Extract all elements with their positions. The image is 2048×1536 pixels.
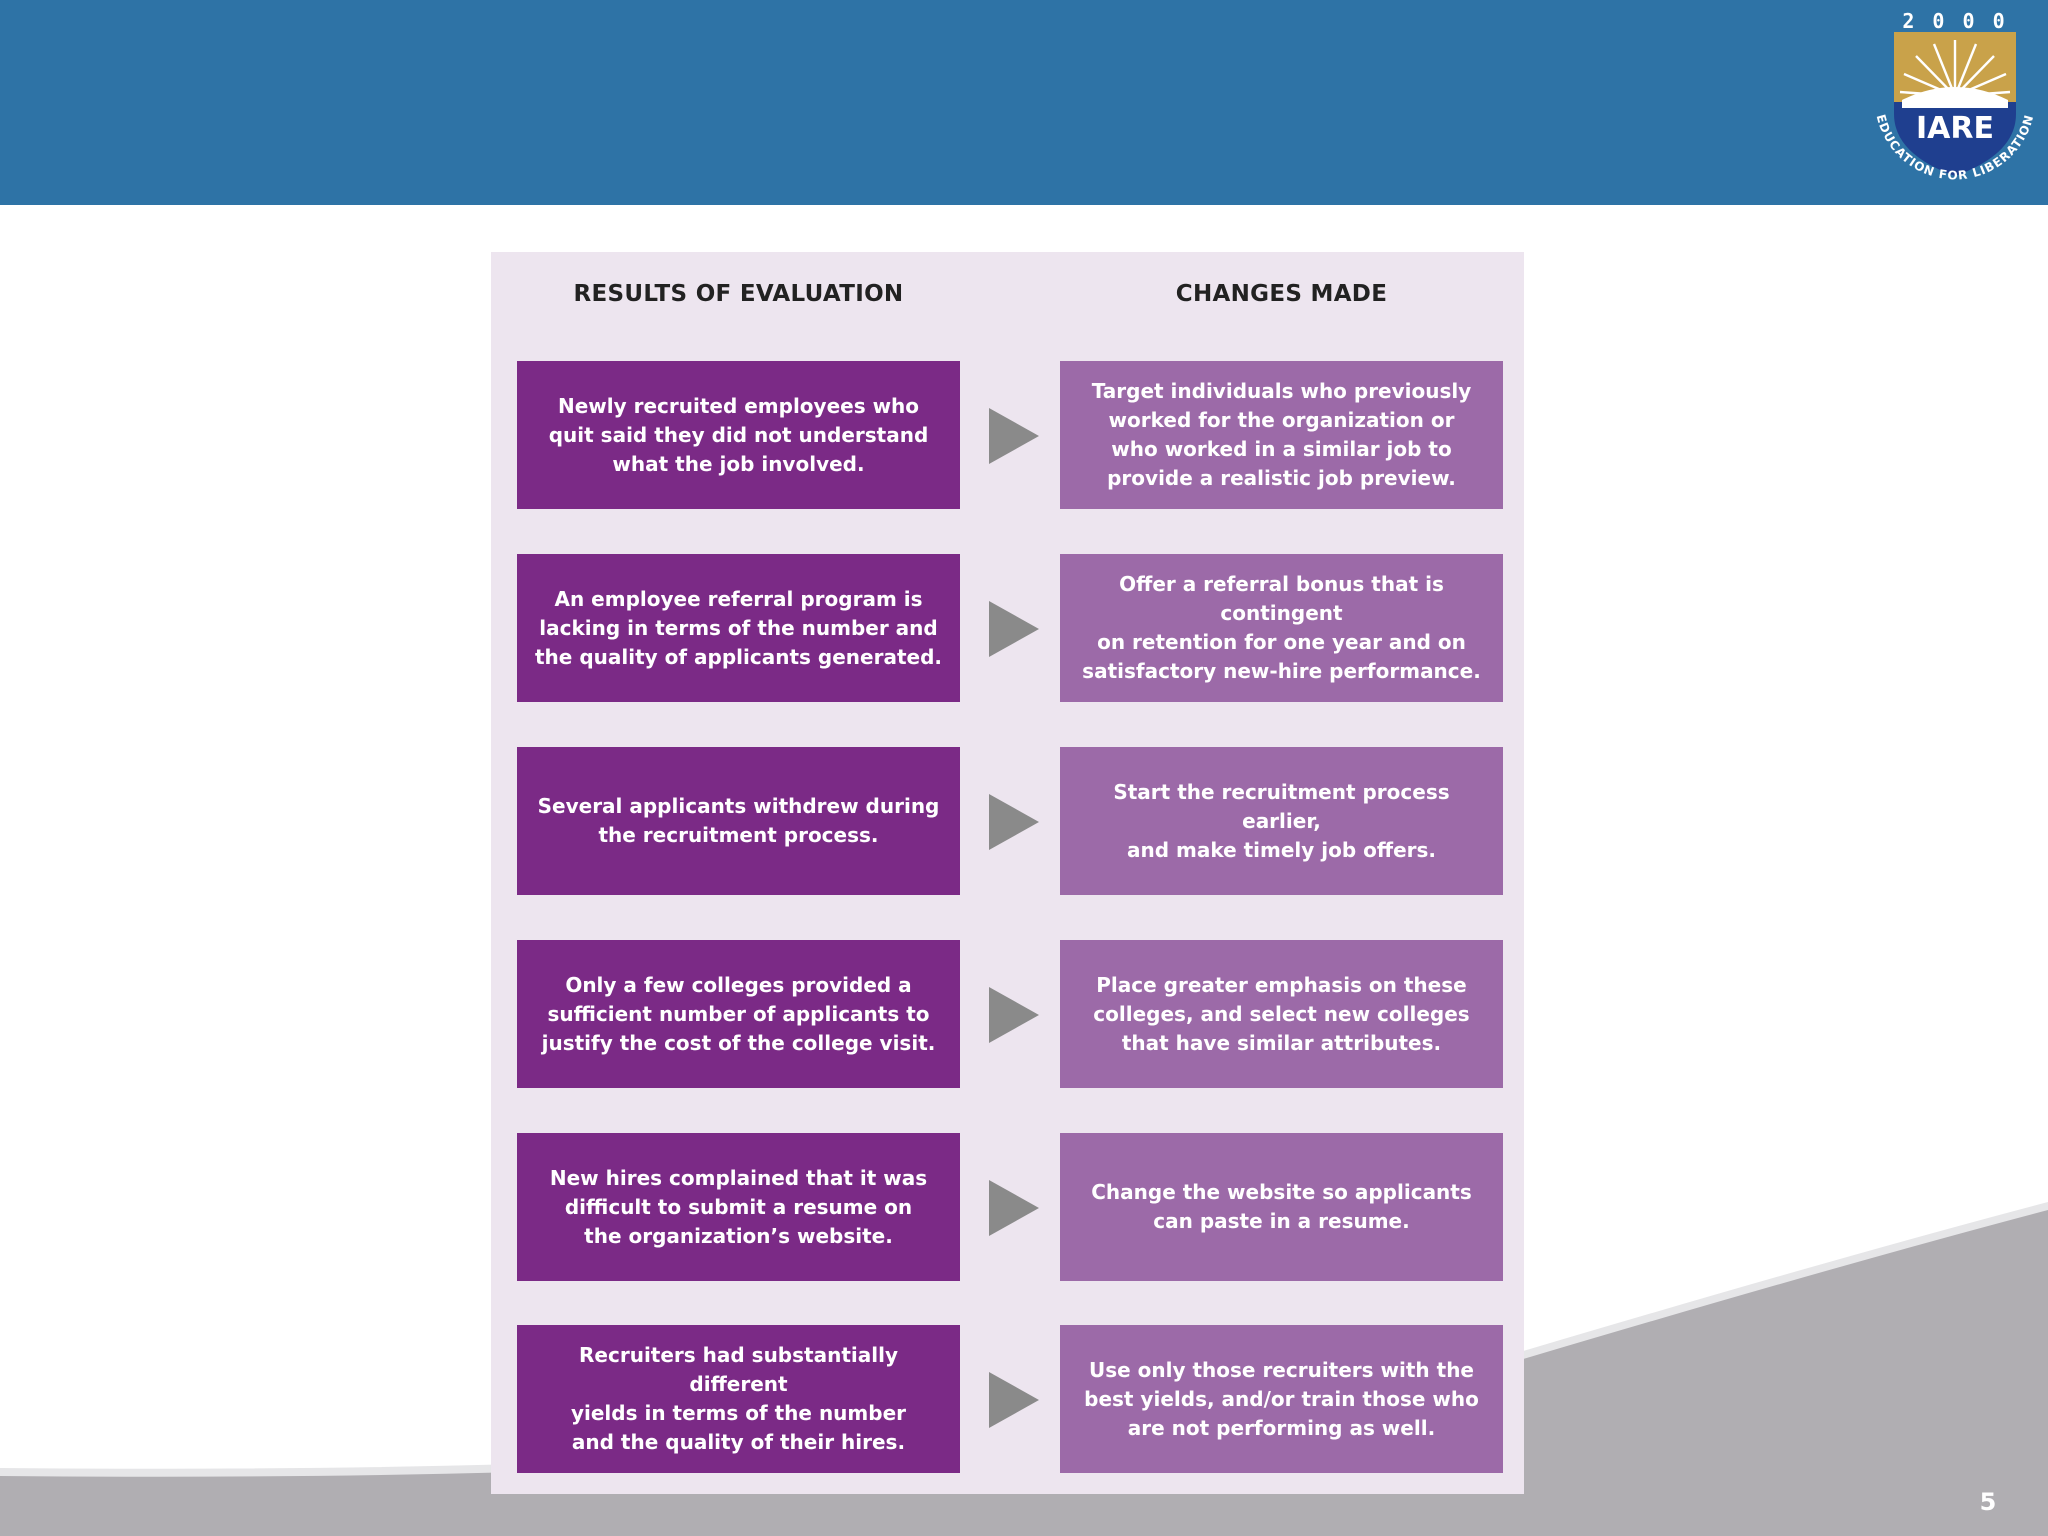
iare-logo: 2 0 0 0 IARE EDUCATION FOR LIBERATION	[1874, 9, 2036, 183]
evaluation-row: Only a few colleges provided a sufficien…	[517, 940, 1503, 1088]
logo-year: 2 0 0 0	[1902, 9, 2007, 33]
result-text: Newly recruited employees who quit said …	[548, 393, 929, 476]
arrow-right-icon	[989, 601, 1039, 657]
result-box: Only a few colleges provided a sufficien…	[517, 940, 960, 1088]
arrow-right-icon	[989, 987, 1039, 1043]
change-box: Target individuals who previously worked…	[1060, 361, 1503, 509]
result-box: Recruiters had substantially different y…	[517, 1325, 960, 1473]
result-text: Recruiters had substantially different y…	[570, 1343, 907, 1454]
evaluation-row: Recruiters had substantially different y…	[517, 1325, 1503, 1473]
result-text: Several applicants withdrew during the r…	[537, 794, 940, 847]
change-box: Offer a referral bonus that is contingen…	[1060, 554, 1503, 702]
change-text: Place greater emphasis on these colleges…	[1093, 972, 1470, 1055]
result-box: An employee referral program is lacking …	[517, 554, 960, 702]
change-text: Change the website so applicants can pas…	[1091, 1180, 1472, 1233]
arrow-right-icon	[989, 1180, 1039, 1236]
evaluation-row: New hires complained that it was difficu…	[517, 1133, 1503, 1281]
change-text: Target individuals who previously worked…	[1091, 379, 1472, 490]
arrow-right-icon	[989, 408, 1039, 464]
change-text: Offer a referral bonus that is contingen…	[1082, 572, 1481, 683]
result-box: Several applicants withdrew during the r…	[517, 747, 960, 895]
result-text: An employee referral program is lacking …	[535, 586, 942, 669]
change-box: Use only those recruiters with the best …	[1060, 1325, 1503, 1473]
evaluation-row: Newly recruited employees who quit said …	[517, 361, 1503, 509]
header-band	[0, 0, 2048, 205]
change-text: Start the recruitment process earlier, a…	[1113, 779, 1450, 862]
results-heading: RESULTS OF EVALUATION	[573, 281, 904, 307]
logo-name: IARE	[1916, 111, 1994, 146]
page-number: 5	[1979, 1488, 1997, 1516]
change-box: Start the recruitment process earlier, a…	[1060, 747, 1503, 895]
result-text: Only a few colleges provided a sufficien…	[541, 972, 936, 1055]
evaluation-row: An employee referral program is lacking …	[517, 554, 1503, 702]
change-box: Change the website so applicants can pas…	[1060, 1133, 1503, 1281]
result-box: Newly recruited employees who quit said …	[517, 361, 960, 509]
result-text: New hires complained that it was difficu…	[549, 1165, 928, 1248]
arrow-right-icon	[989, 794, 1039, 850]
changes-heading: CHANGES MADE	[1175, 281, 1388, 307]
result-box: New hires complained that it was difficu…	[517, 1133, 960, 1281]
change-box: Place greater emphasis on these colleges…	[1060, 940, 1503, 1088]
bottom-wave	[0, 1202, 2048, 1536]
evaluation-row: Several applicants withdrew during the r…	[517, 747, 1503, 895]
arrow-right-icon	[989, 1372, 1039, 1428]
change-text: Use only those recruiters with the best …	[1084, 1357, 1479, 1440]
